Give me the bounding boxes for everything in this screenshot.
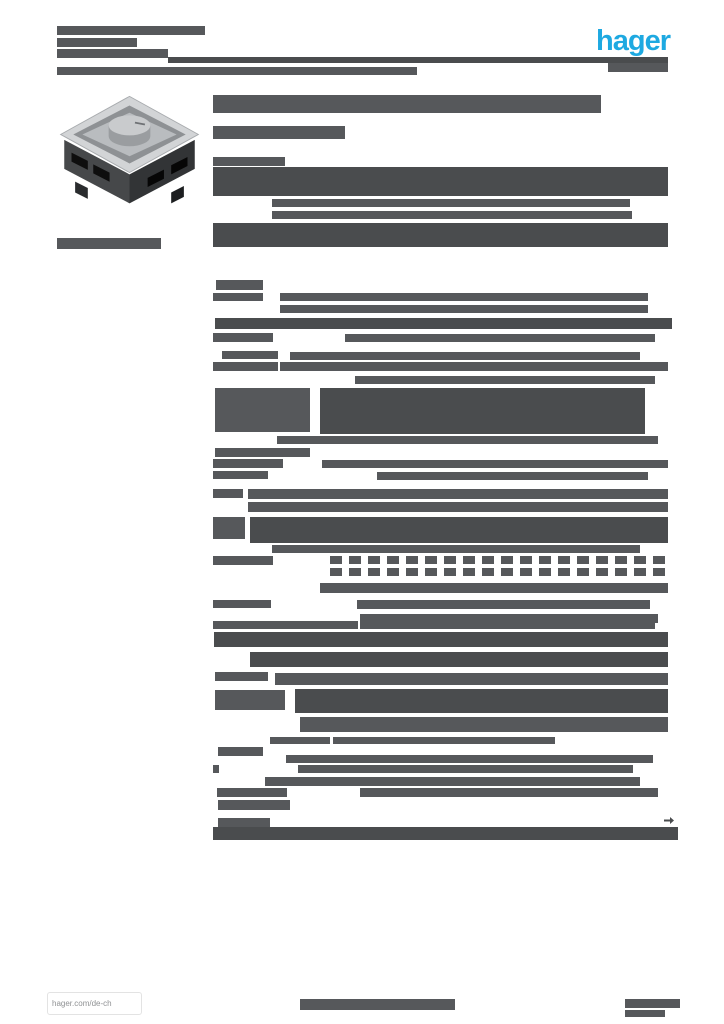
redacted-text-bar [215, 448, 310, 457]
redacted-text-bar [280, 293, 648, 301]
redacted-text-bar [277, 436, 658, 444]
header-subline [57, 67, 417, 75]
redacted-text-bar [248, 489, 668, 499]
redacted-text-bar [355, 376, 655, 384]
redacted-text-bar [213, 517, 245, 539]
redacted-text-bar [250, 652, 668, 667]
redacted-text-bar [265, 777, 640, 786]
redacted-text-bar [360, 788, 658, 797]
redacted-text-bar [215, 690, 285, 710]
redacted-text-bar [286, 755, 653, 763]
redacted-text-bar [213, 362, 278, 371]
redacted-text-bar [213, 293, 263, 301]
redacted-text-bar [218, 747, 263, 756]
redacted-text-bar [213, 621, 358, 629]
redacted-text-bar [272, 199, 630, 207]
product-code-label [57, 238, 161, 249]
redacted-text-bar [360, 614, 658, 623]
redacted-text-bar [213, 556, 273, 565]
footer-page-info-bar [625, 1010, 665, 1017]
page-title-bar [213, 95, 601, 113]
redacted-text-bar [290, 352, 640, 360]
redacted-text-bar [272, 211, 632, 219]
redacted-text-bar [213, 489, 243, 498]
redacted-text-bar [213, 765, 219, 773]
redacted-text-bar [298, 765, 633, 773]
redacted-text-bar [345, 334, 655, 342]
redacted-text-bar [217, 788, 287, 797]
header-address-line [57, 49, 168, 58]
redacted-text-bar [216, 280, 263, 290]
footer-website-link[interactable]: hager.com/de-ch [47, 992, 142, 1015]
redacted-text-bar [222, 351, 278, 359]
redacted-text-bar [213, 333, 273, 342]
redacted-text-bar [272, 545, 640, 553]
redacted-text-bar [213, 471, 268, 479]
redacted-text-bar [300, 717, 668, 732]
redacted-text-bar [280, 362, 668, 371]
redacted-text-bar [295, 689, 668, 713]
redacted-text-bar [214, 632, 668, 647]
redacted-text-bar [218, 800, 290, 810]
redacted-text-bar [213, 167, 668, 196]
redacted-text-bar [270, 737, 330, 744]
redacted-text-bar [357, 600, 650, 609]
redacted-text-bar [360, 621, 655, 629]
redacted-text-bar [250, 517, 668, 543]
redacted-text-bar [275, 673, 668, 685]
redacted-text-bar [213, 827, 678, 840]
link-arrow-icon[interactable] [664, 817, 674, 824]
footer-website-text: hager.com/de-ch [52, 999, 112, 1008]
redacted-text-bar [330, 556, 668, 564]
product-image [59, 95, 200, 204]
footer-center-text-bar [300, 999, 455, 1010]
redacted-text-bar [280, 305, 648, 313]
redacted-text-bar [215, 672, 268, 681]
header-right-tag [608, 63, 668, 72]
redacted-text-bar [213, 157, 285, 166]
redacted-text-bar [322, 460, 668, 468]
page-subtitle-bar [213, 126, 345, 139]
redacted-text-bar [218, 818, 270, 827]
redacted-text-bar [333, 737, 555, 744]
redacted-text-bar [248, 502, 668, 512]
redacted-text-bar [213, 600, 271, 608]
redacted-text-bar [320, 388, 645, 434]
header-address-line [57, 26, 205, 35]
header-address-line [57, 38, 137, 47]
redacted-text-bar [213, 459, 283, 468]
redacted-text-bar [213, 223, 668, 247]
footer-page-info-bar [625, 999, 680, 1008]
redacted-text-bar [215, 388, 310, 432]
hager-logo: hager [596, 25, 671, 57]
header-rule [168, 57, 668, 63]
redacted-text-bar [320, 583, 668, 593]
redacted-text-bar [377, 472, 648, 480]
redacted-text-bar [330, 568, 668, 576]
redacted-text-bar [215, 318, 672, 329]
